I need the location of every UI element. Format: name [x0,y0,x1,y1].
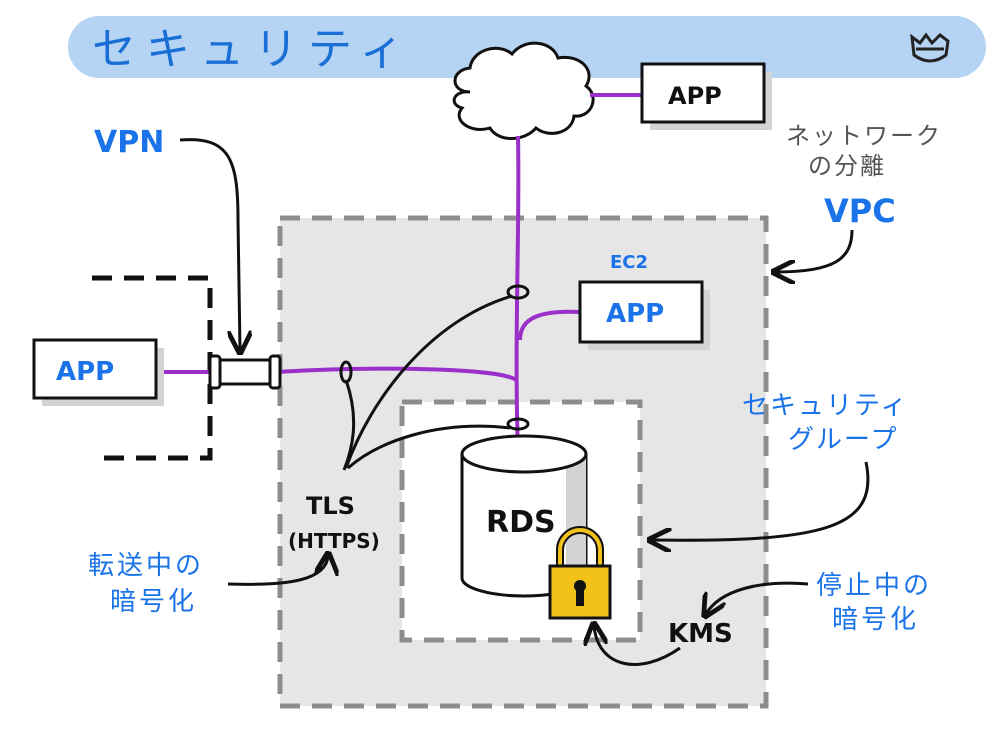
logo-icon [910,32,950,63]
tls-label: TLS [306,492,355,520]
ec2-app-box: APP [578,280,710,350]
tls-link-2 [344,294,513,469]
ec2-app-label: APP [606,299,664,329]
tls-link-3 [347,424,511,470]
at-rest-line2: 暗号化 [832,605,919,635]
vpc-label: VPC [824,192,896,230]
cloud-to-rds-line [505,135,530,463]
network-isolation-line2: の分離 [808,152,886,180]
vpn-tunnel-icon [208,354,282,390]
page-title: セキュリティ [92,24,413,75]
ec2-label: EC2 [610,252,648,273]
tls-ring-ec2 [506,284,530,300]
onprem-app-box: APP [32,338,164,406]
at-rest-line1: 停止中の [816,571,932,601]
https-label: (HTTPS) [288,529,380,553]
in-transit-line2: 暗号化 [110,587,197,617]
database-icon [460,434,588,598]
in-transit-line1: 転送中の [88,551,204,581]
internet-app-box: APP [640,62,772,130]
tls-ring-rds [506,417,530,431]
vpc-arrow [776,229,854,272]
lock-icon [548,526,612,620]
cloud-icon [452,41,595,140]
in-transit-arrow [227,556,328,586]
kms-arrow [594,626,681,666]
vpn-arrow [179,138,240,350]
vpn-to-rds-line [275,366,518,382]
vpn-label: VPN [94,125,164,160]
security-group-arrow [652,461,870,540]
security-group-line1: セキュリティ [742,391,908,421]
rds-label: RDS [486,505,556,540]
ec2-to-rds-line [518,309,581,341]
security-group-line2: グループ [788,425,898,455]
network-isolation-line1: ネットワーク [786,122,942,150]
at-rest-arrow [706,581,809,614]
internet-app-label: APP [668,82,722,110]
kms-label: KMS [668,619,733,649]
onprem-app-label: APP [56,357,114,387]
